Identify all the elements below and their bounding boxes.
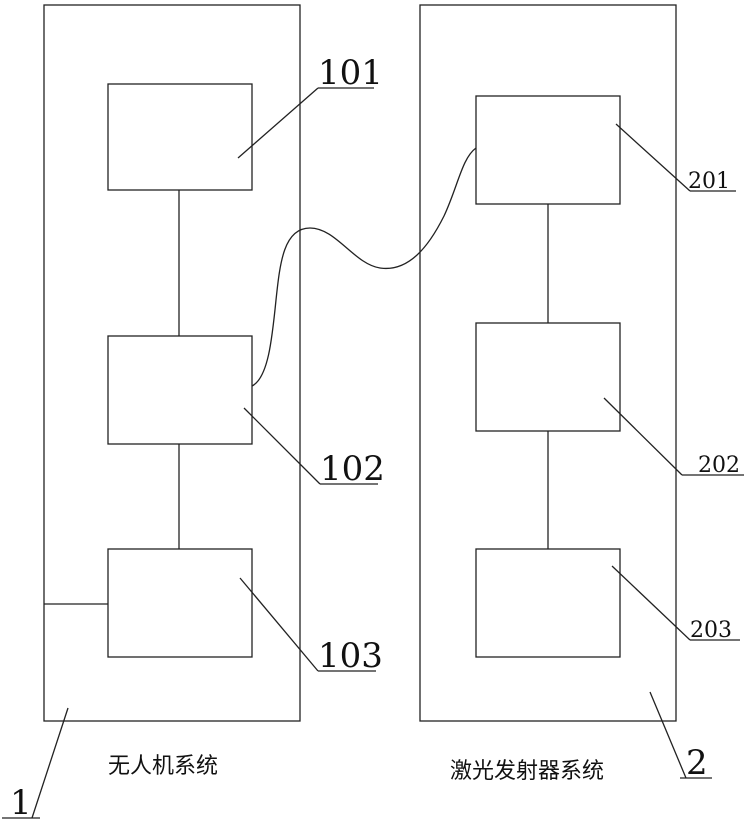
block-202 — [476, 323, 620, 431]
label-103: 103 — [318, 636, 383, 676]
block-201 — [476, 96, 620, 204]
label-203: 203 — [690, 618, 732, 643]
caption-laser-system: 激光发射器系统 — [450, 759, 604, 784]
block-102 — [108, 336, 252, 444]
caption-uav-system: 无人机系统 — [108, 754, 218, 779]
label-202: 202 — [698, 453, 740, 478]
label-101: 101 — [318, 53, 383, 93]
block-203 — [476, 549, 620, 657]
label-102: 102 — [320, 449, 385, 489]
label-sys2: 2 — [686, 743, 708, 783]
label-sys1: 1 — [10, 783, 32, 823]
leader-sys1 — [32, 708, 68, 818]
block-101 — [108, 84, 252, 190]
label-201: 201 — [688, 169, 730, 194]
block-103 — [108, 549, 252, 657]
